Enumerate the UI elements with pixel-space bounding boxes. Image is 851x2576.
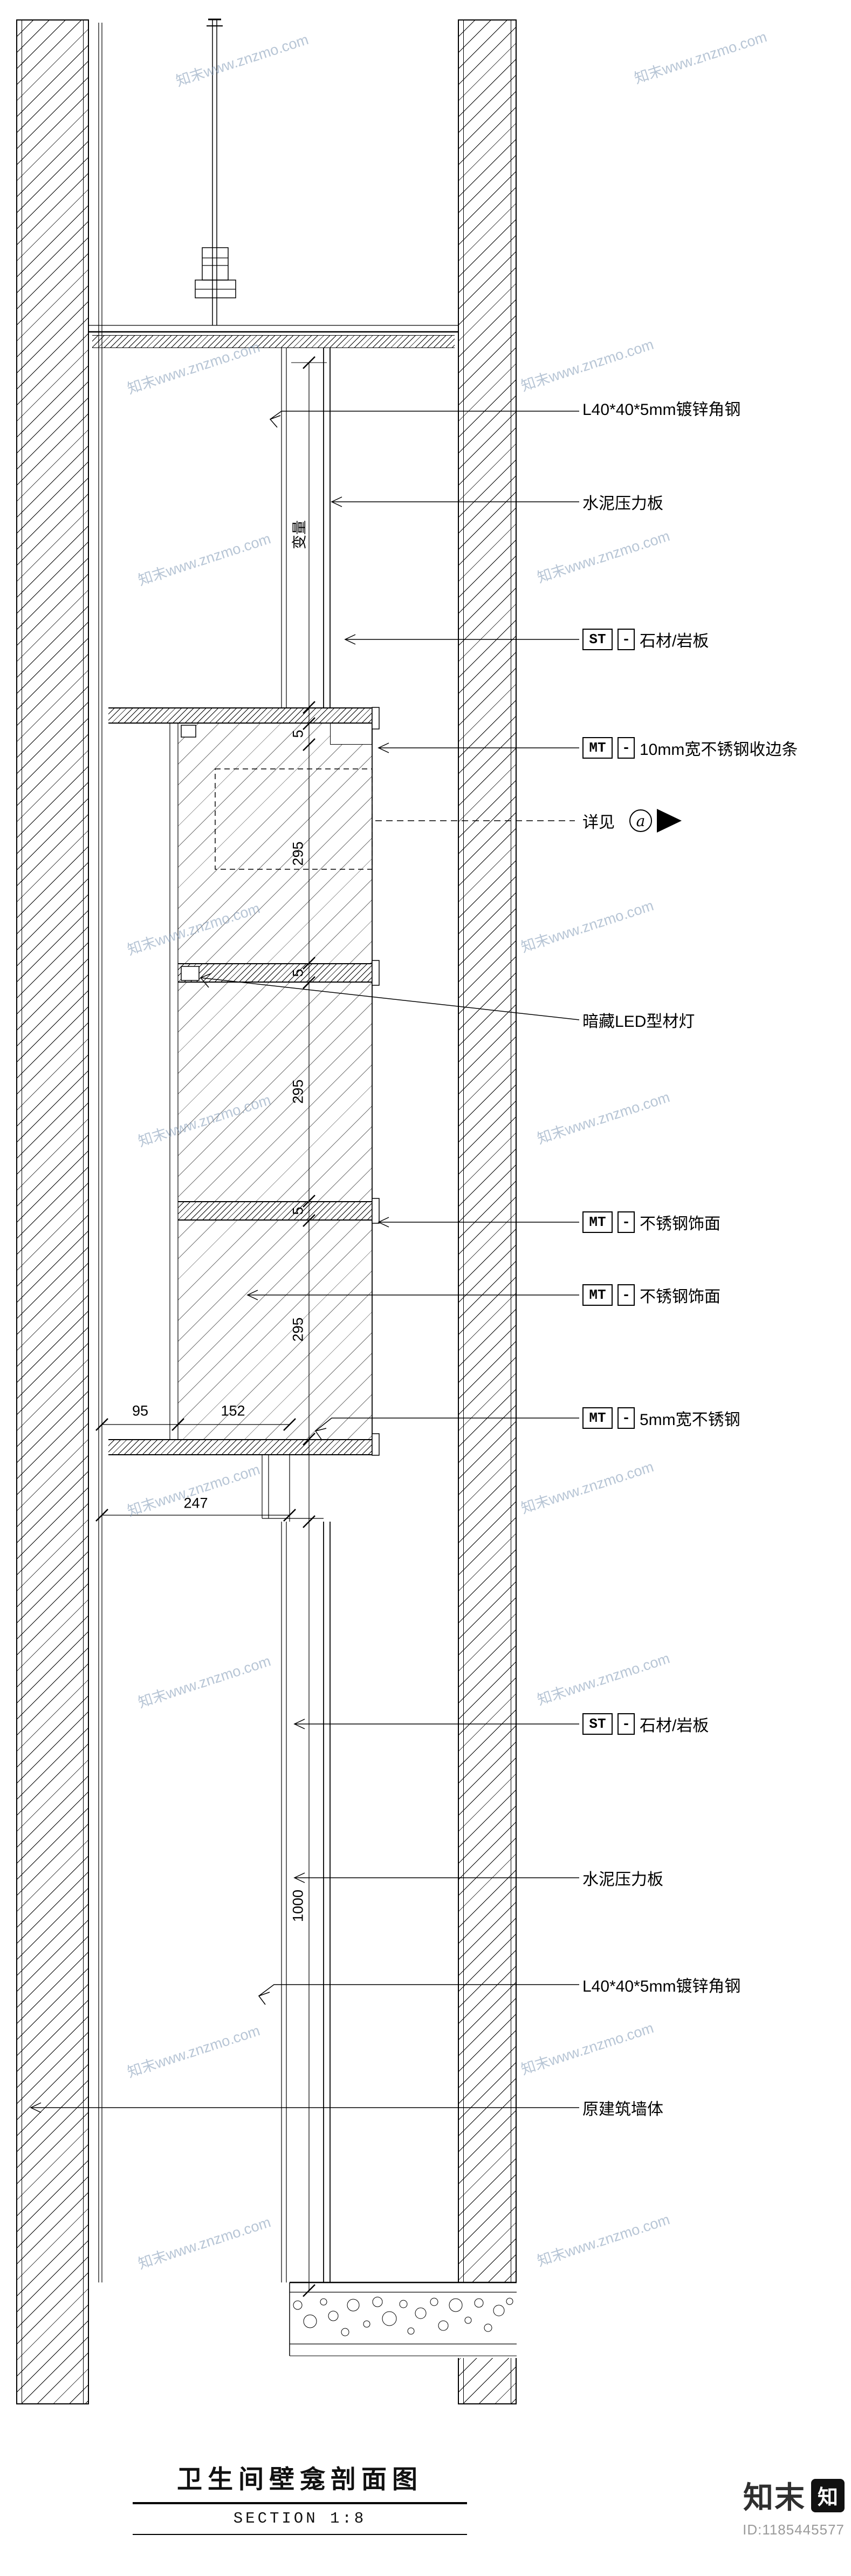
material-tag: ST [582,629,613,650]
floor-slab [290,2282,517,2358]
label-text: L40*40*5mm镀锌角钢 [582,1978,741,1995]
label-stainless-face-1: MT - 不锈钢饰面 [582,1210,720,1234]
material-tag: MT [582,1407,613,1429]
material-tag: MT [582,1284,613,1306]
label-angle-steel-bottom: L40*40*5mm镀锌角钢 [582,1973,740,1996]
watermark: 知末www.znzmo.com [632,28,769,87]
label-stainless-trim: MT - 10mm宽不锈钢收边条 [582,736,798,760]
label-see-detail: 详见 [582,809,615,833]
niche-back-panel [178,724,372,1439]
label-original-wall: 原建筑墙体 [582,2096,663,2120]
ceiling-board [92,335,455,348]
label-text: 详见 [582,814,615,832]
material-tag-dash: - [617,1713,635,1735]
label-stainless-face-2: MT - 不锈钢饰面 [582,1283,720,1307]
material-tag-dash: - [617,1211,635,1233]
dim-5-low: 5 [290,1207,306,1215]
niche-bottom-slab [108,1439,372,1455]
dim-152: 152 [221,1402,245,1419]
watermark: 知末www.znzmo.com [136,1652,273,1711]
label-text: 石材/岩板 [640,632,709,650]
stainless-edge-trim [330,724,372,745]
watermark: 知末www.znzmo.com [519,2019,656,2078]
title-block: 卫生间壁龛剖面图 SECTION 1:8 [133,2458,467,2535]
label-text: 水泥压力板 [582,495,663,513]
dim-1000: 1000 [290,1889,306,1923]
label-cement-board-bottom: 水泥压力板 [582,1866,663,1890]
watermark: 知末www.znzmo.com [535,1088,672,1147]
label-stone-top: ST - 石材/岩板 [582,628,709,651]
brand-logo-icon: 知 [811,2478,845,2512]
niche-top-slab [108,707,372,724]
material-tag-dash: - [617,629,635,650]
original-wall-left-hatch [16,19,89,2404]
niche-shelf-2 [178,1201,372,1221]
label-angle-steel-top: L40*40*5mm镀锌角钢 [582,396,740,420]
material-tag: ST [582,1713,613,1735]
dim-295-1: 295 [290,841,306,866]
dim-247: 247 [183,1495,208,1511]
label-text: 不锈钢饰面 [640,1215,720,1233]
watermark: 知末www.znzmo.com [125,2022,262,2081]
watermark: 知末www.znzmo.com [136,530,273,589]
label-text: 原建筑墙体 [582,2101,663,2118]
label-text: 暗藏LED型材灯 [582,1013,695,1031]
label-text: 石材/岩板 [640,1717,709,1735]
watermark: 知末www.znzmo.com [519,1458,656,1517]
detail-letter: a [636,812,646,830]
label-cement-board-top: 水泥压力板 [582,490,663,514]
material-tag: MT [582,737,613,759]
detail-reference-bubble: a [629,809,652,832]
dim-5-top: 5 [290,730,306,738]
brand-id: ID:1185445577 [743,2522,845,2538]
watermark: 知末www.znzmo.com [174,31,311,90]
label-text: 5mm宽不锈钢 [640,1411,740,1429]
label-text: 不锈钢饰面 [640,1288,720,1306]
brand-block: 知末 知 ID:1185445577 [717,2473,845,2538]
label-led-light: 暗藏LED型材灯 [582,1008,695,1032]
material-tag: MT [582,1211,613,1233]
watermark: 知末www.znzmo.com [519,336,656,394]
label-stainless-5mm: MT - 5mm宽不锈钢 [582,1406,740,1430]
label-text: 水泥压力板 [582,1871,663,1889]
dim-95: 95 [132,1402,149,1419]
material-tag-dash: - [617,1407,635,1429]
watermark: 知末www.znzmo.com [535,1650,672,1708]
dim-variable: 变量 [291,520,308,549]
label-stone-bottom: ST - 石材/岩板 [582,1712,709,1736]
brand-name: 知末 [743,2480,806,2514]
wall-right-hatch [458,19,517,2404]
ceiling-lines [89,325,458,333]
dim-5-mid: 5 [290,969,306,977]
sheet-scale: SECTION 1:8 [133,2504,467,2535]
dim-295-2: 295 [290,1079,306,1104]
material-tag-dash: - [617,1284,635,1306]
watermark: 知末www.znzmo.com [136,2213,273,2272]
page-title: 卫生间壁龛剖面图 [133,2458,467,2504]
detail-arrow-icon [657,809,682,833]
material-tag-dash: - [617,737,635,759]
dim-295-3: 295 [290,1317,306,1342]
watermark: 知末www.znzmo.com [519,897,656,956]
label-text: 10mm宽不锈钢收边条 [640,741,798,759]
watermark: 知末www.znzmo.com [535,527,672,586]
watermark: 知末www.znzmo.com [535,2211,672,2270]
label-text: L40*40*5mm镀锌角钢 [582,401,741,419]
niche-shelf-1 [178,963,372,983]
